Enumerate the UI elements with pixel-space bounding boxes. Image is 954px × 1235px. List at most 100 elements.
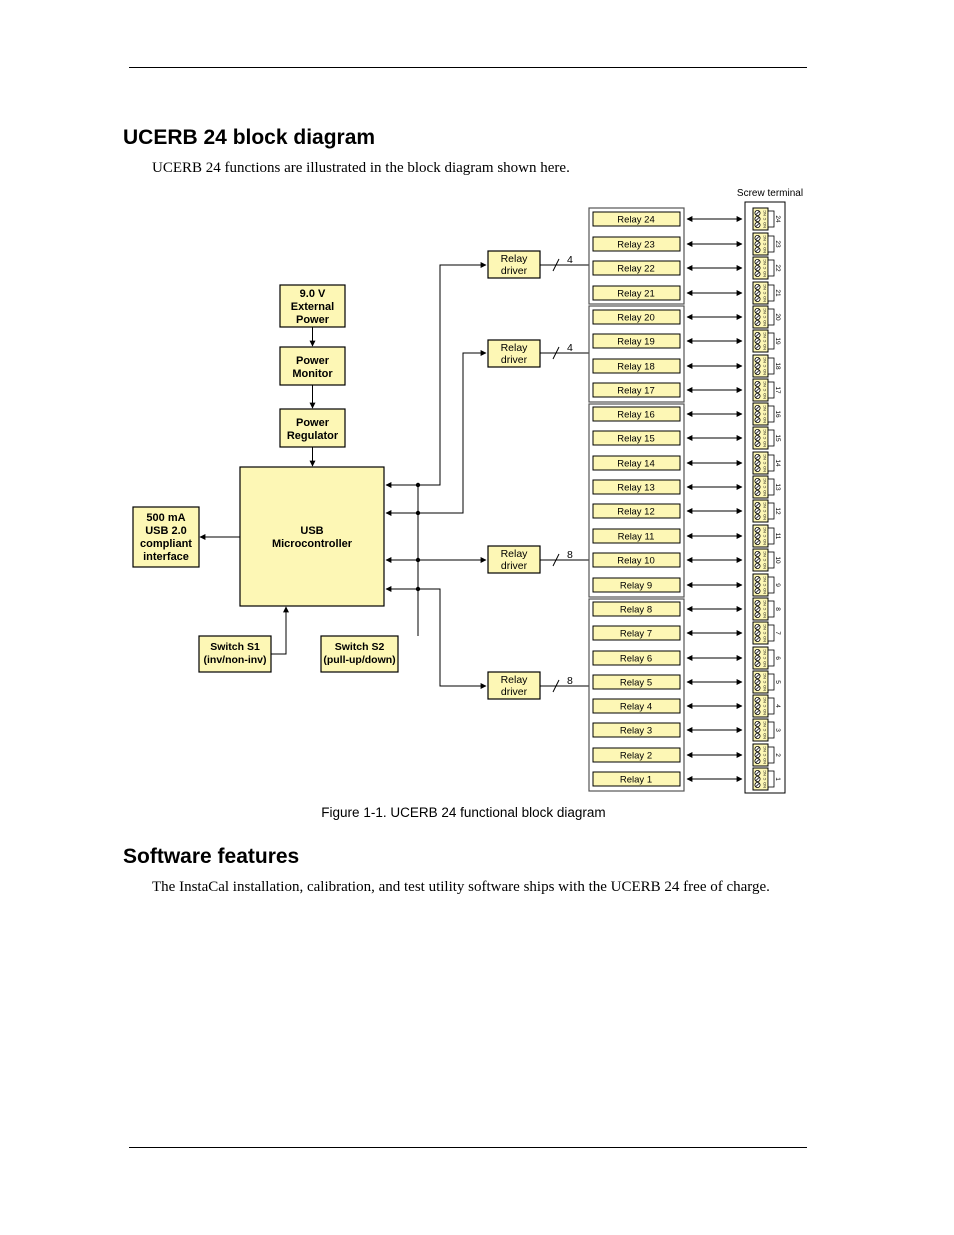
external-power-line-2: External bbox=[291, 301, 334, 313]
terminal-pin-label: C bbox=[763, 607, 767, 610]
terminal-pin-label: NC bbox=[763, 478, 767, 484]
terminal-pin-label: NO bbox=[763, 296, 767, 302]
terminal-pin-label: NO bbox=[763, 222, 767, 228]
relay-14: Relay 14 bbox=[592, 455, 743, 471]
block-diagram-intro: UCERB 24 functions are illustrated in th… bbox=[152, 160, 570, 176]
terminal-number: 2 bbox=[774, 753, 781, 757]
terminal-block-list: NCCNO24NCCNO23NCCNO22NCCNO21NCCNO20NCCNO… bbox=[752, 207, 781, 791]
terminal-pin-label: NC bbox=[763, 381, 767, 387]
relay-driver-2: Relay driver bbox=[487, 339, 541, 368]
relay-label: Relay 3 bbox=[620, 726, 652, 737]
control-bus bbox=[385, 262, 487, 689]
relay-label: Relay 14 bbox=[617, 459, 655, 470]
terminal-pin-label: NO bbox=[763, 758, 767, 764]
relay-label: Relay 17 bbox=[617, 386, 655, 397]
switch-s1-line-1: Switch S1 bbox=[210, 641, 260, 653]
terminal-pin-label: C bbox=[763, 753, 767, 756]
terminal-pin-label: NO bbox=[763, 685, 767, 691]
driver-output-buses bbox=[540, 258, 589, 693]
relay-label: Relay 9 bbox=[620, 581, 652, 592]
terminal-number: 1 bbox=[774, 777, 781, 781]
switch-s1-block: Switch S1 (inv/non-inv) bbox=[198, 635, 272, 673]
terminal-number: 6 bbox=[774, 656, 781, 660]
terminal-number: 16 bbox=[774, 410, 781, 418]
relay-21: Relay 21 bbox=[592, 285, 743, 301]
power-monitor-line-1: Power bbox=[296, 355, 330, 367]
usb-interface-line-4: interface bbox=[143, 551, 189, 563]
terminal-number: 7 bbox=[774, 631, 781, 635]
terminal-number: 17 bbox=[774, 386, 781, 394]
relay-13: Relay 13 bbox=[592, 479, 743, 495]
relay-24: Relay 24 bbox=[592, 211, 743, 227]
power-monitor-block: Power Monitor bbox=[279, 346, 346, 386]
terminal-number: 8 bbox=[774, 607, 781, 611]
relay-driver-1-line-1: Relay bbox=[501, 253, 529, 265]
terminal-pin-label: NO bbox=[763, 539, 767, 545]
terminal-pin-label: C bbox=[763, 291, 767, 294]
terminal-pin-label: NO bbox=[763, 271, 767, 277]
power-chain-connectors bbox=[199, 327, 316, 655]
terminal-block-24: NCC NO 24 bbox=[752, 207, 781, 231]
terminal-pin-label: C bbox=[763, 315, 767, 318]
power-regulator-block: Power Regulator bbox=[279, 408, 346, 448]
software-features-text: The InstaCal installation, calibration, … bbox=[152, 879, 770, 895]
relay-2: Relay 2 bbox=[592, 747, 743, 763]
screw-terminal-frame bbox=[744, 201, 786, 794]
relay-label: Relay 5 bbox=[620, 678, 652, 689]
relay-driver-2-line-1: Relay bbox=[501, 342, 529, 354]
terminal-number: 24 bbox=[774, 215, 781, 223]
terminal-pin-label: NC bbox=[763, 673, 767, 679]
terminal-pin-label: NO bbox=[763, 344, 767, 350]
relay-5: Relay 5 bbox=[592, 674, 743, 690]
relay-driver-3-line-1: Relay bbox=[501, 548, 529, 560]
relay-22: Relay 22 bbox=[592, 260, 743, 276]
terminal-pin-label: NO bbox=[763, 369, 767, 375]
relay-label: Relay 13 bbox=[617, 483, 655, 494]
relay-label: Relay 23 bbox=[617, 240, 655, 251]
external-power-line-3: Power bbox=[296, 314, 330, 326]
relay-11: Relay 11 bbox=[592, 528, 743, 544]
terminal-number: 4 bbox=[774, 704, 781, 708]
terminal-pin-label: C bbox=[763, 217, 767, 220]
terminal-number: 3 bbox=[774, 728, 781, 732]
terminal-pin-label: NC bbox=[763, 649, 767, 655]
usb-interface-block: 500 mA USB 2.0 compliant interface bbox=[132, 506, 200, 568]
relay-label: Relay 2 bbox=[620, 751, 652, 762]
relay-group-frames bbox=[588, 207, 685, 792]
microcontroller-line-1: USB bbox=[300, 525, 323, 537]
relay-7: Relay 7 bbox=[592, 625, 743, 641]
terminal-pin-label: C bbox=[763, 509, 767, 512]
terminal-pin-label: NC bbox=[763, 721, 767, 727]
relay-17: Relay 17 bbox=[592, 382, 743, 398]
terminal-number: 13 bbox=[774, 483, 781, 491]
bus-junctions bbox=[415, 482, 421, 592]
usb-interface-line-1: 500 mA bbox=[146, 512, 185, 524]
bus-width-2: 4 bbox=[567, 342, 573, 354]
block-diagram-heading: UCERB 24 block diagram bbox=[123, 126, 376, 149]
terminal-pin-label: NO bbox=[763, 320, 767, 326]
bus-width-3: 8 bbox=[567, 549, 573, 561]
terminal-pin-label: C bbox=[763, 242, 767, 245]
terminal-number: 14 bbox=[774, 459, 781, 467]
terminal-pin-label: NO bbox=[763, 247, 767, 253]
bus-width-4: 8 bbox=[567, 675, 573, 687]
relay-label: Relay 10 bbox=[617, 556, 655, 567]
terminal-pin-label: C bbox=[763, 777, 767, 780]
terminal-pin-label: NC bbox=[763, 210, 767, 216]
terminal-number: 11 bbox=[774, 533, 781, 540]
microcontroller-block: USB Microcontroller bbox=[239, 466, 385, 607]
terminal-number: 12 bbox=[774, 507, 781, 515]
relay-driver-3: Relay driver bbox=[487, 545, 541, 574]
relay-3: Relay 3 bbox=[592, 722, 743, 738]
relay-23: Relay 23 bbox=[592, 236, 743, 252]
relay-driver-4: Relay driver bbox=[487, 671, 541, 700]
footer-rule bbox=[129, 1147, 807, 1148]
